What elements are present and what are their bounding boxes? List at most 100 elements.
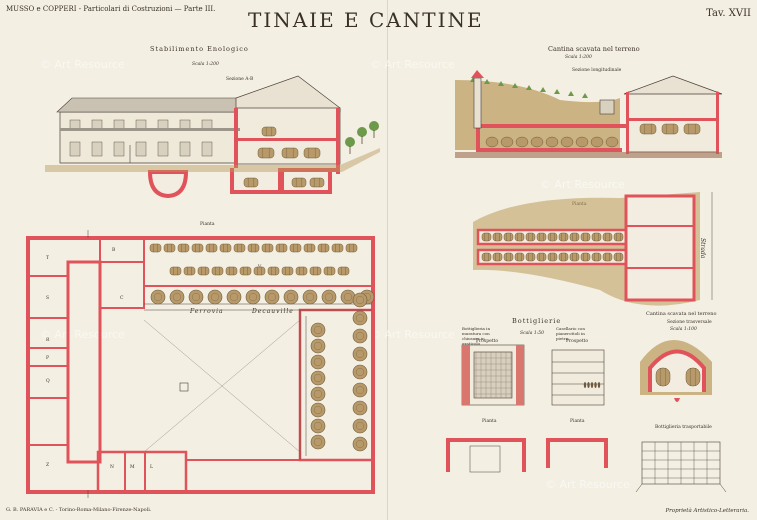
- ventilation-shaft: [473, 77, 482, 129]
- tunnel-drain: [674, 398, 680, 402]
- plan-vat-west-2-ring: [313, 357, 323, 367]
- gallery-barrel-b3: [514, 252, 525, 262]
- gallery-barrel-a3: [514, 232, 525, 242]
- watermark-2: © Art Resource: [370, 58, 455, 71]
- ground-line: [45, 148, 380, 172]
- grass-5: [540, 87, 546, 92]
- plan-vat-top-3: [207, 289, 223, 305]
- sezione-longitudinale-label: Sezione longitudinale: [572, 68, 622, 73]
- plan-vat-west-7-ring: [313, 437, 323, 447]
- plan-vat-east-5: [352, 382, 368, 398]
- gallery-barrel-b5: [536, 252, 547, 262]
- lower-window-5: [179, 141, 191, 157]
- gallery-barrel-b4: [525, 252, 536, 262]
- plan-vat-east-5-ring: [355, 385, 365, 395]
- gable-roof: [235, 75, 341, 113]
- grass-4: [526, 85, 532, 90]
- room-label-l: L: [150, 465, 153, 470]
- prospetto-mid-label: Prospetto: [566, 339, 589, 344]
- lower-window-2: [113, 141, 125, 157]
- plan-vat-east-4-ring: [355, 367, 365, 377]
- plan-vat-east-7-ring: [355, 421, 365, 431]
- bottiglierie-scale: Scala 1:50: [520, 331, 544, 336]
- watermark-4: © Art Resource: [370, 328, 455, 341]
- pianta-left-bottle-label: Pianta: [482, 419, 497, 424]
- plan-barrel-row2-9: [295, 266, 308, 276]
- plan-vat-west-4: [310, 386, 326, 402]
- cellar-barrel-3: [309, 177, 325, 188]
- tunnel-barrel-5: [560, 136, 574, 148]
- plan-barrel-row2-7: [267, 266, 280, 276]
- plan-vat-west-6: [310, 418, 326, 434]
- decauville-label: Decauville: [252, 308, 294, 315]
- plan-vat-west-1-ring: [313, 341, 323, 351]
- cantina-scavata-scale: Scala 1:200: [565, 55, 592, 60]
- room-label-s: S: [46, 296, 50, 301]
- plan-vat-top-8: [302, 289, 318, 305]
- plan-vat-west-5-ring: [313, 405, 323, 415]
- page-fold: [387, 0, 388, 520]
- plan-vat-top-9: [321, 289, 337, 305]
- stabilimento-scale: Scala 1:200: [192, 62, 219, 67]
- north-wing: [143, 237, 374, 287]
- gallery-barrel-b11: [602, 252, 613, 262]
- plan-barrel-row1-10: [289, 243, 302, 253]
- plan-barrel-row2-3: [211, 266, 224, 276]
- plan-left-niche: [469, 445, 501, 473]
- plan-vat-top-8-ring: [305, 292, 315, 302]
- plan-vat-east-2-ring: [355, 331, 365, 341]
- plan-vat-west-3-ring: [313, 373, 323, 383]
- plan-vat-top-7: [283, 289, 299, 305]
- section-floor-1: [234, 138, 340, 141]
- room-label-c: C: [120, 296, 124, 301]
- section-barrel-1: [257, 147, 275, 159]
- gallery-barrel-a5: [536, 232, 547, 242]
- plan-vat-east-0: [352, 292, 368, 308]
- plan-vat-east-8-ring: [355, 439, 365, 449]
- bottle-3: [594, 382, 597, 388]
- plan-vat-east-1-ring: [355, 313, 365, 323]
- hill-earth: [455, 80, 620, 150]
- bottle-4: [597, 382, 601, 388]
- room-label-n: N: [110, 465, 114, 470]
- brick-pier-left: [462, 345, 470, 405]
- plan-vat-west-6-ring: [313, 421, 323, 431]
- gallery-barrel-a6: [547, 232, 558, 242]
- house-barrel-3: [683, 123, 701, 135]
- grass-3: [512, 83, 518, 88]
- plan-vat-top-6: [264, 289, 280, 305]
- tunnel-barrel-8: [605, 136, 619, 148]
- gallery-barrel-a12: [613, 232, 624, 242]
- shaft-cap: [471, 70, 484, 78]
- plan-barrel-row1-9: [275, 243, 288, 253]
- plan-vat-top-10-ring: [343, 292, 353, 302]
- plan-vat-top-4-ring: [229, 292, 239, 302]
- watermark-3: © Art Resource: [40, 328, 125, 341]
- brick-pier-right: [516, 345, 524, 405]
- room-label-b: B: [112, 248, 116, 253]
- lower-window-4: [157, 141, 169, 157]
- plan-barrel-row2-6: [253, 266, 266, 276]
- tree-0: [345, 137, 355, 147]
- plan-vat-west-4-ring: [313, 389, 323, 399]
- plan-vat-top-4: [226, 289, 242, 305]
- gallery-barrel-b10: [591, 252, 602, 262]
- grass-1: [484, 79, 490, 84]
- lower-window-3: [135, 141, 147, 157]
- plan-vat-west-0-ring: [313, 325, 323, 335]
- house-floor: [626, 118, 719, 121]
- vault-cellar-left: [147, 170, 189, 199]
- gallery-barrel-a0: [481, 232, 492, 242]
- gallery-barrel-b9: [580, 252, 591, 262]
- plan-barrel-row2-8: [281, 266, 294, 276]
- cantina-sezione-scale: Scala 1:100: [670, 327, 697, 332]
- watermark-5: © Art Resource: [540, 178, 625, 191]
- tree-1: [357, 127, 367, 137]
- plan-vat-top-5-ring: [248, 292, 258, 302]
- plate-title: TINAIE E CANTINE: [248, 8, 484, 32]
- house-barrel-2: [661, 123, 679, 135]
- plan-barrel-row2-2: [197, 266, 210, 276]
- cantina-sezione-title: Cantina scavata nel terreno: [646, 311, 717, 317]
- plan-house: [624, 194, 696, 302]
